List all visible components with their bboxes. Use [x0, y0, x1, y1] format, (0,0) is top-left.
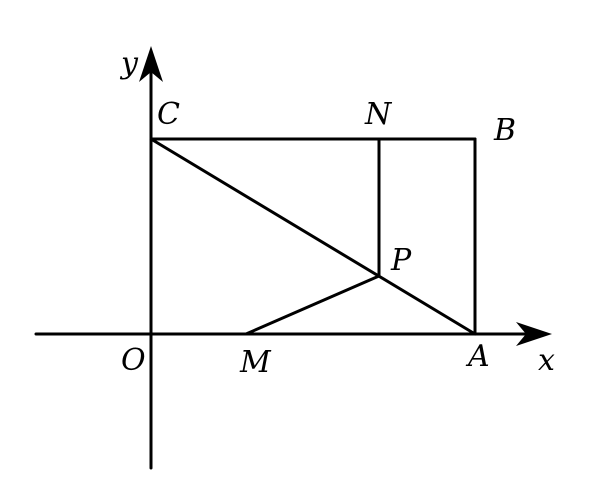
- point-label-O: O: [121, 343, 146, 378]
- axis-label-x: x: [538, 343, 555, 378]
- segment-PM: [244, 274, 381, 336]
- point-label-A: A: [465, 339, 490, 374]
- axis-label-y: y: [119, 46, 139, 81]
- point-label-N: N: [364, 97, 393, 132]
- y-axis-arrowhead: [139, 46, 163, 82]
- segment-CA: [149, 137, 477, 336]
- point-label-B: B: [493, 113, 516, 148]
- point-label-M: M: [239, 345, 272, 380]
- point-label-P: P: [390, 243, 412, 278]
- x-axis-arrowhead: [516, 322, 552, 346]
- point-label-C: C: [157, 97, 180, 132]
